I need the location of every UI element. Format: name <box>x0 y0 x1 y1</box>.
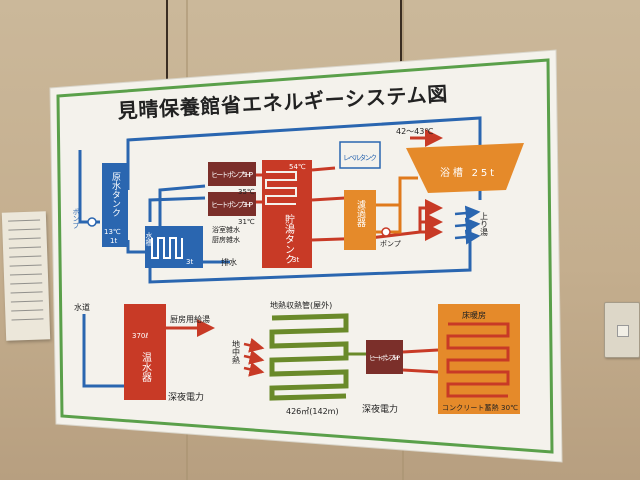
pump-mid-label: ポンプ <box>380 240 401 248</box>
filter-label: 濾過器 <box>355 199 366 227</box>
waste-water-bath-label: 浴室雑水 <box>212 225 240 234</box>
night-power-label-1: 深夜電力 <box>168 391 204 403</box>
hot-water-storage-tank <box>262 160 312 268</box>
pump-left-symbol <box>87 217 97 227</box>
bath-tub <box>406 143 524 193</box>
storage-tank-top-temp: 54℃ <box>289 163 306 171</box>
heat-pump-3-label: ヒートポンプ5HP <box>369 354 400 362</box>
ground-area-label: 426㎡(142m) <box>286 407 339 416</box>
heat-pump-2-temp: 31℃ <box>238 218 255 226</box>
ground-pipe-label: 地熱収熱管(屋外) <box>270 300 332 310</box>
filter-unit <box>344 190 376 250</box>
water-tank <box>145 226 203 268</box>
heat-pump-1 <box>208 162 256 186</box>
water-heater <box>124 304 166 400</box>
concrete-storage-label: コンクリート蓄熱 30℃ <box>442 403 518 412</box>
floor-heating-label: 床暖房 <box>462 310 486 320</box>
water-heater-volume: 370ℓ <box>132 332 148 340</box>
outflow-arrows <box>454 205 481 245</box>
water-tank-label: 水槽 <box>145 231 153 247</box>
water-tank-volume: 3t <box>186 258 193 266</box>
raw-water-tank <box>102 163 128 247</box>
bath-tub-label: 浴槽 25t <box>440 166 494 179</box>
storage-tank-coil <box>265 171 297 205</box>
night-power-label-2: 深夜電力 <box>362 403 398 415</box>
level-tank <box>339 141 381 169</box>
ground-heat-label: 地中熱 <box>232 339 241 365</box>
wall-light-switch <box>604 302 640 358</box>
lower-pipes <box>82 314 439 388</box>
poster-green-frame <box>56 58 554 454</box>
raw-water-tank-label: 原水タンク <box>110 172 121 217</box>
water-heater-label: 温水器 <box>140 352 152 383</box>
pump-mid-symbol <box>381 227 391 237</box>
ground-heat-arrows <box>243 337 265 377</box>
bath-temp-range: 42～43℃ <box>396 127 433 136</box>
heat-pump-1-temp: 35℃ <box>238 188 255 196</box>
hanging-wire-left <box>166 0 168 86</box>
kitchen-hot-water-label: 厨房用給湯 <box>170 314 210 324</box>
raw-water-volume: 1t <box>110 237 117 245</box>
switch-toggle <box>617 325 629 337</box>
waste-water-kitchen-label: 厨房雑水 <box>212 235 240 244</box>
floor-heating-coil <box>446 322 510 398</box>
heat-pump-3 <box>366 340 403 374</box>
water-tank-coil <box>151 237 183 259</box>
city-water-label: 水道 <box>74 302 90 312</box>
heat-pump-1-label: ヒートポンプ5HP <box>211 171 253 179</box>
ground-heat-coil <box>269 313 349 401</box>
level-tank-label: レベルタンク <box>343 153 377 162</box>
heat-pump-2 <box>208 192 256 216</box>
storage-tank-volume: 3t <box>292 256 299 264</box>
heat-pump-2-label: ヒートポンプ3HP <box>211 201 253 209</box>
raw-water-temp: 13℃ <box>104 228 121 236</box>
pump-left-label: ポンプ <box>72 208 80 229</box>
storage-tank-label: 貯湯タンク <box>283 214 295 264</box>
hot-water-out-label: 上り湯 <box>480 212 489 237</box>
drain-label: 排水 <box>221 257 237 267</box>
hanging-wire-right <box>400 0 402 70</box>
